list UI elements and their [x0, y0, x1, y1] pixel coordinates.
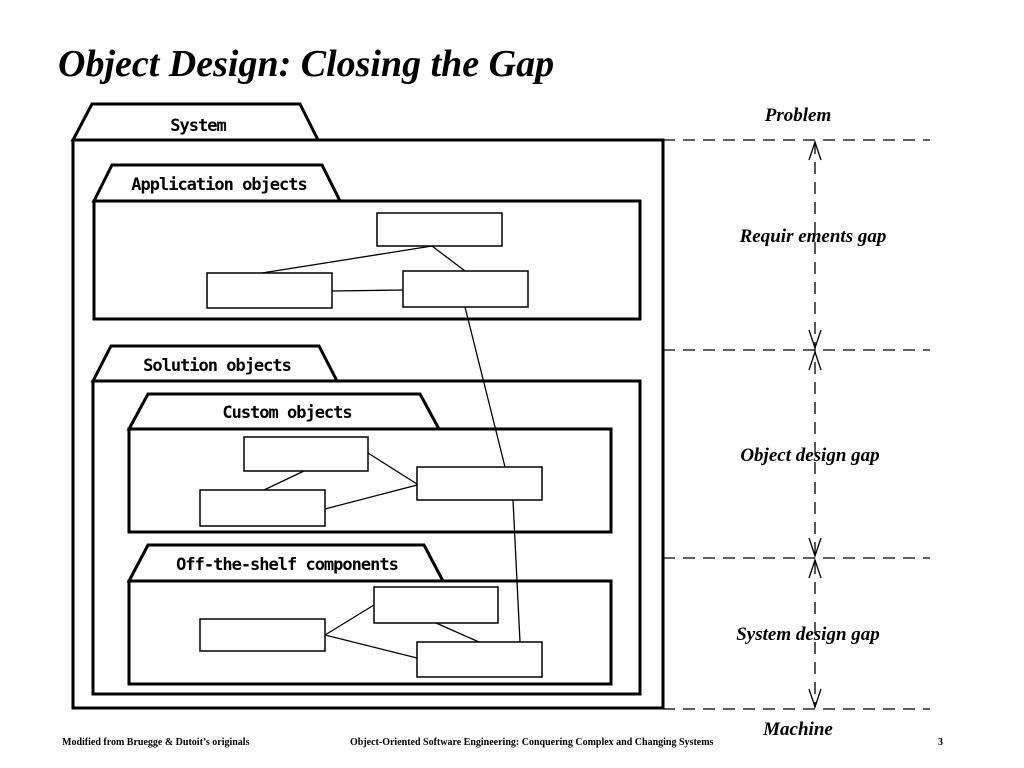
arrowhead-up — [808, 139, 822, 161]
class-box — [376, 212, 503, 247]
association-line — [263, 470, 305, 491]
class-box — [199, 618, 326, 652]
class-box — [402, 270, 529, 308]
application-objects-body — [92, 199, 642, 321]
problem-label: Problem — [764, 105, 832, 126]
association-line — [324, 634, 418, 659]
arrowhead-down — [808, 329, 822, 351]
arrowhead-up — [808, 349, 822, 371]
footer-credit: Modified from Bruegge & Dutoit’s origina… — [62, 737, 250, 748]
arrowhead-down — [808, 688, 822, 710]
association-line — [324, 604, 375, 636]
solution-objects-tab-label: Solution objects — [143, 356, 291, 376]
machine-label: Machine — [762, 719, 833, 740]
custom-objects-tab-label: Custom objects — [222, 403, 351, 423]
requirements-gap-label: Requir ements gap — [739, 226, 887, 247]
class-box — [206, 272, 333, 309]
solution-objects-body — [91, 379, 642, 696]
page-number: 3 — [938, 737, 943, 748]
association-line — [431, 245, 466, 272]
class-boxes — [199, 212, 543, 678]
slide-title: Object Design: Closing the Gap — [58, 43, 555, 85]
association-line — [261, 245, 433, 274]
association-line — [331, 289, 404, 292]
class-box — [416, 641, 543, 678]
arrowhead-up — [808, 557, 822, 579]
association-line — [435, 622, 480, 643]
custom-objects-body — [127, 427, 613, 534]
gap-arrows — [808, 139, 822, 710]
system-body — [71, 138, 665, 710]
association-lines — [261, 245, 521, 659]
custom-objects-package: Custom objects — [126, 392, 613, 534]
system-package: System — [70, 102, 665, 710]
arrowhead-down — [808, 537, 822, 559]
off-the-shelf-package: Off-the-shelf components — [126, 543, 613, 686]
application-objects-package: Application objects — [91, 163, 642, 321]
class-box — [243, 436, 369, 472]
class-box — [373, 586, 499, 624]
solution-objects-package: Solution objects — [90, 344, 642, 696]
system-tab-label: System — [170, 116, 226, 136]
association-line — [512, 499, 521, 643]
application-objects-tab-label: Application objects — [131, 175, 306, 195]
association-line — [324, 484, 418, 510]
gap-boundaries — [663, 139, 930, 710]
system-design-gap-label: System design gap — [736, 624, 880, 645]
off-the-shelf-tab-label: Off-the-shelf components — [176, 555, 398, 575]
object-design-gap-label: Object design gap — [740, 445, 879, 466]
footer-course-title: Object-Oriented Software Engineering: Co… — [350, 737, 714, 748]
association-line — [367, 452, 418, 485]
association-line — [464, 306, 506, 468]
class-box — [416, 466, 543, 501]
class-box — [199, 489, 326, 527]
off-the-shelf-body — [127, 579, 613, 686]
